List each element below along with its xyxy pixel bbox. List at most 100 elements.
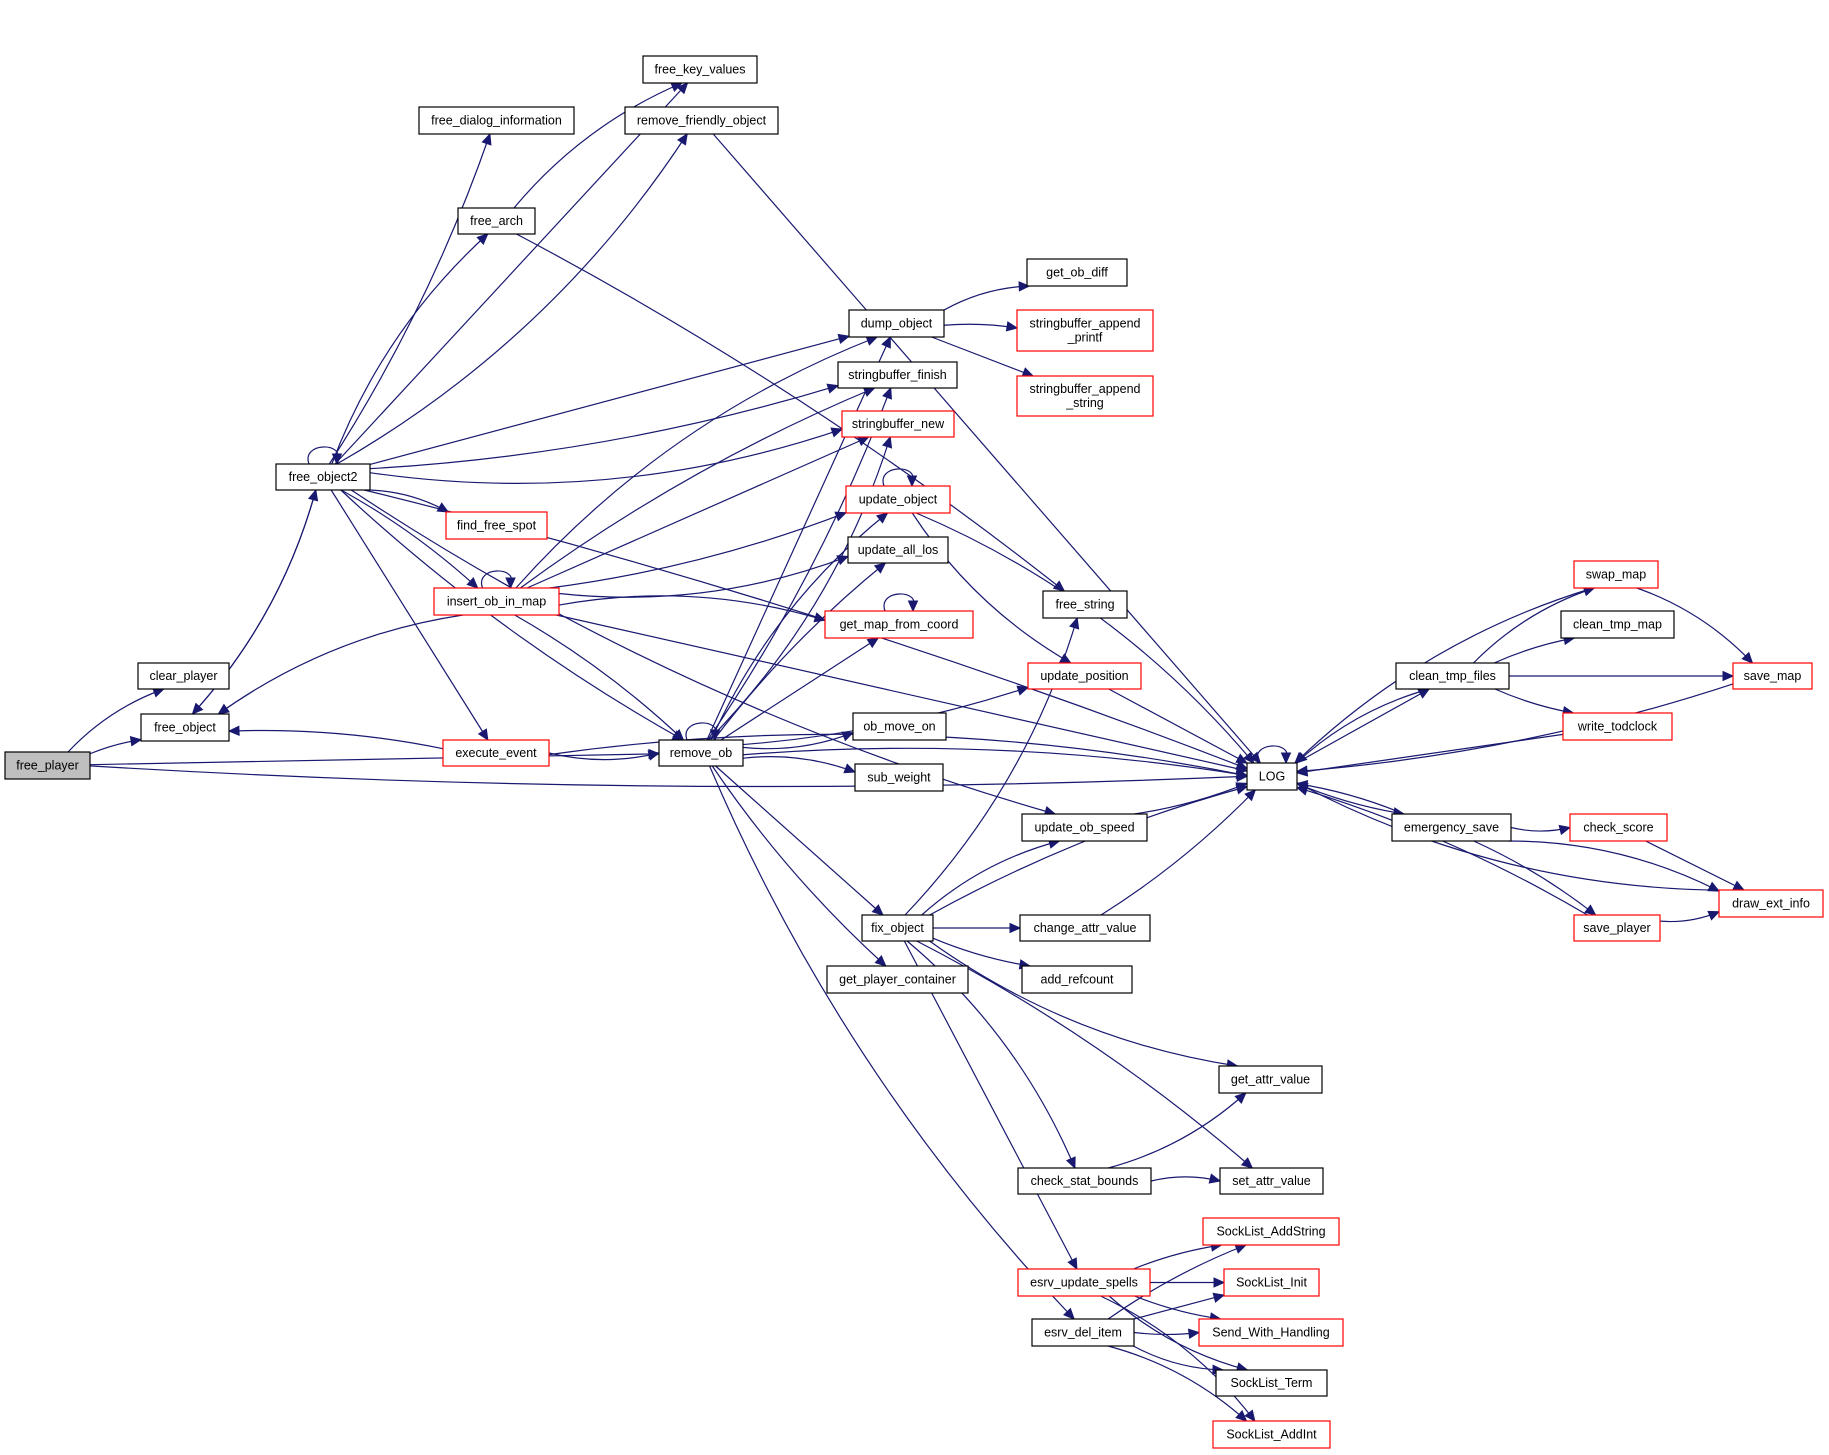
node-box[interactable] xyxy=(1573,560,1659,589)
node-box[interactable] xyxy=(4,751,91,780)
node-box[interactable] xyxy=(1395,662,1510,690)
node-box[interactable] xyxy=(841,410,955,438)
node-Send_With_Handling[interactable]: Send_With_Handling xyxy=(1198,1318,1344,1347)
node-emergency_save[interactable]: emergency_save xyxy=(1391,813,1512,842)
node-box[interactable] xyxy=(848,309,945,338)
node-box[interactable] xyxy=(140,713,230,742)
node-box[interactable] xyxy=(1021,813,1148,842)
node-box[interactable] xyxy=(1026,258,1128,287)
node-free_object2[interactable]: free_object2 xyxy=(275,463,371,491)
node-stringbuffer_new[interactable]: stringbuffer_new xyxy=(841,410,955,438)
node-stringbuffer_finish[interactable]: stringbuffer_finish xyxy=(837,361,958,389)
node-box[interactable] xyxy=(275,463,371,491)
node-free_player[interactable]: free_player xyxy=(4,751,91,780)
node-free_object[interactable]: free_object xyxy=(140,713,230,742)
node-SockList_Term[interactable]: SockList_Term xyxy=(1215,1369,1328,1397)
node-get_map_from_coord[interactable]: get_map_from_coord xyxy=(824,610,974,639)
node-box[interactable] xyxy=(1016,375,1154,417)
node-box[interactable] xyxy=(847,536,949,564)
node-box[interactable] xyxy=(1027,662,1142,690)
node-save_map[interactable]: save_map xyxy=(1732,662,1813,690)
node-update_object[interactable]: update_object xyxy=(845,485,951,514)
node-free_string[interactable]: free_string xyxy=(1042,590,1128,619)
node-stringbuffer_append_printf[interactable]: stringbuffer_append_printf xyxy=(1016,309,1154,352)
node-box[interactable] xyxy=(433,587,560,616)
node-write_todclock[interactable]: write_todclock xyxy=(1562,712,1673,741)
node-esrv_update_spells[interactable]: esrv_update_spells xyxy=(1017,1268,1151,1297)
node-box[interactable] xyxy=(1212,1420,1331,1449)
node-find_free_spot[interactable]: find_free_spot xyxy=(445,511,548,540)
node-remove_friendly_object[interactable]: remove_friendly_object xyxy=(624,106,779,135)
node-box[interactable] xyxy=(1718,889,1824,918)
node-box[interactable] xyxy=(1017,1268,1151,1297)
node-box[interactable] xyxy=(854,763,944,792)
node-update_position[interactable]: update_position xyxy=(1027,662,1142,690)
node-stringbuffer_append_string[interactable]: stringbuffer_append_string xyxy=(1016,375,1154,417)
node-box[interactable] xyxy=(1223,1268,1320,1297)
node-box[interactable] xyxy=(1246,762,1298,791)
node-box[interactable] xyxy=(826,965,969,994)
node-SockList_AddString[interactable]: SockList_AddString xyxy=(1202,1217,1340,1246)
node-SockList_Init[interactable]: SockList_Init xyxy=(1223,1268,1320,1297)
node-dump_object[interactable]: dump_object xyxy=(848,309,945,338)
node-box[interactable] xyxy=(1016,309,1154,352)
node-clean_tmp_files[interactable]: clean_tmp_files xyxy=(1395,662,1510,690)
node-box[interactable] xyxy=(1017,1167,1152,1195)
node-box[interactable] xyxy=(1202,1217,1340,1246)
node-esrv_del_item[interactable]: esrv_del_item xyxy=(1031,1318,1135,1347)
node-remove_ob[interactable]: remove_ob xyxy=(658,739,744,767)
node-execute_event[interactable]: execute_event xyxy=(442,739,550,767)
node-box[interactable] xyxy=(1198,1318,1344,1347)
node-box[interactable] xyxy=(1732,662,1813,690)
node-clean_tmp_map[interactable]: clean_tmp_map xyxy=(1560,610,1675,639)
node-clear_player[interactable]: clear_player xyxy=(137,662,230,690)
node-swap_map[interactable]: swap_map xyxy=(1573,560,1659,589)
node-box[interactable] xyxy=(642,55,758,84)
node-box[interactable] xyxy=(852,712,947,741)
node-get_player_container[interactable]: get_player_container xyxy=(826,965,969,994)
node-box[interactable] xyxy=(1569,813,1668,842)
node-box[interactable] xyxy=(1031,1318,1135,1347)
node-ob_move_on[interactable]: ob_move_on xyxy=(852,712,947,741)
node-fix_object[interactable]: fix_object xyxy=(861,914,934,942)
node-free_arch[interactable]: free_arch xyxy=(457,207,536,235)
node-box[interactable] xyxy=(1019,914,1151,942)
node-change_attr_value[interactable]: change_attr_value xyxy=(1019,914,1151,942)
node-box[interactable] xyxy=(137,662,230,690)
node-box[interactable] xyxy=(1042,590,1128,619)
node-box[interactable] xyxy=(861,914,934,942)
node-save_player[interactable]: save_player xyxy=(1573,914,1661,942)
node-box[interactable] xyxy=(1219,1167,1324,1195)
node-box[interactable] xyxy=(1215,1369,1328,1397)
node-box[interactable] xyxy=(445,511,548,540)
node-box[interactable] xyxy=(457,207,536,235)
node-free_dialog_information[interactable]: free_dialog_information xyxy=(418,106,575,135)
node-box[interactable] xyxy=(837,361,958,389)
node-insert_ob_in_map[interactable]: insert_ob_in_map xyxy=(433,587,560,616)
node-draw_ext_info[interactable]: draw_ext_info xyxy=(1718,889,1824,918)
node-check_stat_bounds[interactable]: check_stat_bounds xyxy=(1017,1167,1152,1195)
node-box[interactable] xyxy=(1021,965,1133,994)
node-get_attr_value[interactable]: get_attr_value xyxy=(1218,1065,1323,1094)
node-box[interactable] xyxy=(1560,610,1675,639)
node-box[interactable] xyxy=(845,485,951,514)
node-add_refcount[interactable]: add_refcount xyxy=(1021,965,1133,994)
node-box[interactable] xyxy=(1218,1065,1323,1094)
node-box[interactable] xyxy=(418,106,575,135)
node-get_ob_diff[interactable]: get_ob_diff xyxy=(1026,258,1128,287)
node-box[interactable] xyxy=(1562,712,1673,741)
node-box[interactable] xyxy=(442,739,550,767)
node-box[interactable] xyxy=(1391,813,1512,842)
node-set_attr_value[interactable]: set_attr_value xyxy=(1219,1167,1324,1195)
node-update_ob_speed[interactable]: update_ob_speed xyxy=(1021,813,1148,842)
node-SockList_AddInt[interactable]: SockList_AddInt xyxy=(1212,1420,1331,1449)
node-check_score[interactable]: check_score xyxy=(1569,813,1668,842)
node-LOG[interactable]: LOG xyxy=(1246,762,1298,791)
node-box[interactable] xyxy=(658,739,744,767)
node-box[interactable] xyxy=(824,610,974,639)
node-sub_weight[interactable]: sub_weight xyxy=(854,763,944,792)
node-free_key_values[interactable]: free_key_values xyxy=(642,55,758,84)
node-update_all_los[interactable]: update_all_los xyxy=(847,536,949,564)
node-box[interactable] xyxy=(624,106,779,135)
node-box[interactable] xyxy=(1573,914,1661,942)
